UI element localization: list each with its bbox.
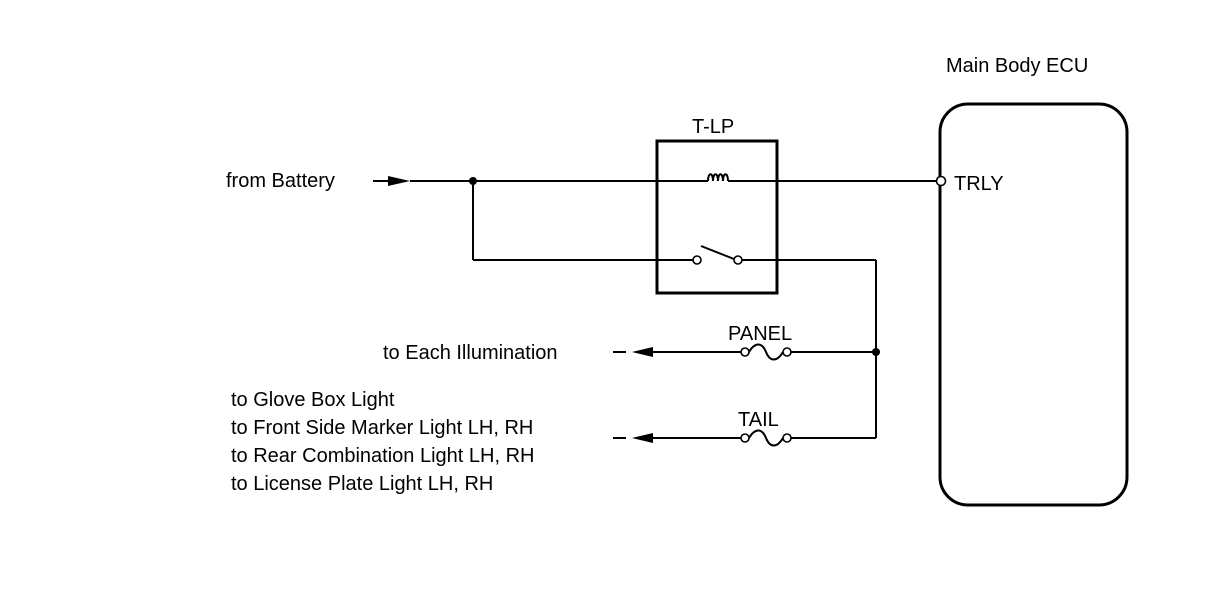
illumination-arrow-icon <box>632 347 653 357</box>
panel-fuse-icon <box>748 343 784 361</box>
relay-switch-arm-icon <box>700 245 735 260</box>
ecu-terminal-label: TRLY <box>954 173 1004 195</box>
battery-label: from Battery <box>226 170 335 192</box>
battery-arrow-icon <box>388 176 410 186</box>
tail-destination-rear-combination: to Rear Combination Light LH, RH <box>231 445 534 467</box>
panel-fuse-terminal-right-icon <box>782 347 792 357</box>
relay-box <box>655 139 779 295</box>
tail-destination-front-side-marker: to Front Side Marker Light LH, RH <box>231 417 533 439</box>
trly-terminal-icon <box>935 175 947 187</box>
tail-fuse-label: TAIL <box>738 409 779 431</box>
illumination-label: to Each Illumination <box>383 342 558 364</box>
ecu-label: Main Body ECU <box>946 55 1088 77</box>
tail-fuse-terminal-right-icon <box>782 433 792 443</box>
switch-contact-right-icon <box>733 255 743 265</box>
relay-label: T-LP <box>692 116 734 138</box>
panel-fuse-terminal-left-icon <box>740 347 750 357</box>
tail-destination-glove-box: to Glove Box Light <box>231 389 395 411</box>
tail-destination-license-plate: to License Plate Light LH, RH <box>231 473 493 495</box>
panel-fuse-label: PANEL <box>728 323 792 345</box>
relay-coil-icon <box>707 173 729 182</box>
tail-arrow-icon <box>632 433 653 443</box>
switch-contact-left-icon <box>692 255 702 265</box>
ecu-box <box>938 102 1129 507</box>
tail-fuse-terminal-left-icon <box>740 433 750 443</box>
tail-fuse-icon <box>748 429 784 447</box>
